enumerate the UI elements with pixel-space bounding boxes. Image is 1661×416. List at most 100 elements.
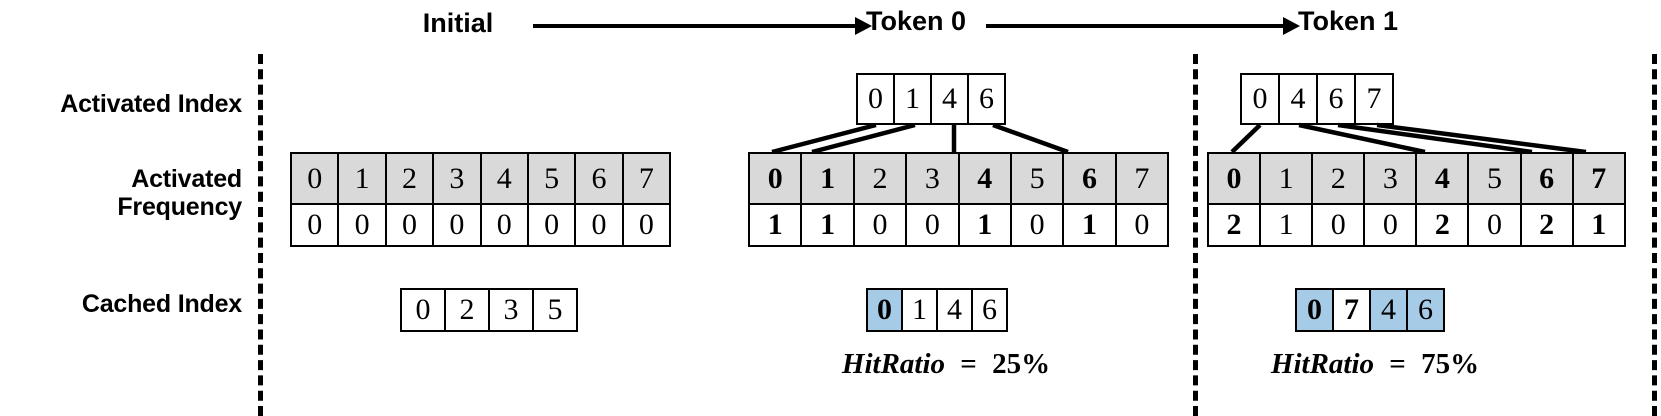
token0-cached-cell: 6: [971, 288, 1008, 332]
token0-hit-ratio-value: 25%: [992, 348, 1051, 380]
token0-frequency-cell: 0: [1114, 203, 1170, 247]
token1-cached-cell: 7: [1332, 288, 1371, 332]
token0-activated-index-cell: 0: [856, 73, 895, 125]
token1-frequency-cell: 2: [1207, 203, 1262, 247]
initial-index-cell: 4: [479, 152, 529, 205]
row-label-activated-frequency: Activated Frequency: [117, 165, 242, 221]
initial-index-cell: 3: [432, 152, 482, 205]
token1-frequency-cell: 0: [1311, 203, 1366, 247]
token1-frequency-cell: 2: [1415, 203, 1470, 247]
initial-frequency-cell: 0: [337, 203, 387, 247]
token1-hit-ratio-eq: =: [1389, 348, 1406, 380]
token1-frequency-cell: 1: [1571, 203, 1626, 247]
token1-cached-cell: 6: [1406, 288, 1445, 332]
initial-frequency-cell: 0: [526, 203, 577, 247]
token1-hit-ratio: HitRatio = 75%: [1245, 348, 1505, 381]
token1-index-cell: 3: [1363, 152, 1418, 205]
token0-frequency-cell: 1: [748, 203, 803, 247]
token1-index-cell: 1: [1259, 152, 1314, 205]
token0-cached-cell: 0: [866, 288, 903, 332]
token1-activated-index-cell: 7: [1354, 73, 1394, 125]
token1-index-cell: 2: [1311, 152, 1366, 205]
initial-index-cell: 7: [621, 152, 672, 205]
token1-frequency-cell: 0: [1363, 203, 1418, 247]
initial-frequency-cell: 0: [290, 203, 340, 247]
initial-cached-cell: 2: [444, 288, 490, 332]
token1-activated-index-cell: 4: [1278, 73, 1318, 125]
token0-index-cell: 0: [748, 152, 803, 205]
token1-index-cell: 7: [1571, 152, 1626, 205]
initial-index-cell: 5: [526, 152, 577, 205]
initial-cached-cell: 3: [488, 288, 534, 332]
token0-frequency-cell: 1: [957, 203, 1012, 247]
initial-index-cell: 6: [574, 152, 624, 205]
token0-index-cell: 5: [1009, 152, 1065, 205]
token0-activated-index-cell: 4: [930, 73, 969, 125]
token0-index-cell: 4: [957, 152, 1012, 205]
token1-cached-cell: 0: [1295, 288, 1334, 332]
stage-title-initial: Initial: [422, 8, 494, 38]
token0-index-cell: 2: [852, 152, 908, 205]
initial-cached-cell: 5: [532, 288, 578, 332]
token1-activated-index-cell: 6: [1316, 73, 1356, 125]
initial-frequency-cell: 0: [479, 203, 529, 247]
row-label-activated-index: Activated Index: [60, 90, 242, 118]
initial-frequency-cell: 0: [384, 203, 435, 247]
arrow-token0-to-token1-head: [1283, 17, 1300, 35]
initial-frequency-cell: 0: [621, 203, 672, 247]
arrow-initial-to-token0-head: [855, 17, 872, 35]
stage-title-token0: Token 0: [865, 6, 967, 36]
token1-index-cell: 5: [1467, 152, 1522, 205]
initial-index-cell: 2: [384, 152, 435, 205]
token0-cached-cell: 4: [936, 288, 973, 332]
token0-index-cell: 1: [800, 152, 855, 205]
token0-index-cell: 6: [1062, 152, 1117, 205]
initial-index-cell: 1: [337, 152, 387, 205]
token1-hit-ratio-label: HitRatio: [1270, 348, 1375, 380]
initial-cached-cell: 0: [400, 288, 446, 332]
initial-frequency-cell: 0: [432, 203, 482, 247]
token1-frequency-cell: 1: [1259, 203, 1314, 247]
token1-index-cell: 0: [1207, 152, 1262, 205]
row-label-cached-index: Cached Index: [81, 290, 242, 318]
token0-index-cell: 3: [905, 152, 960, 205]
token1-hit-ratio-value: 75%: [1421, 348, 1480, 380]
stage-title-token1: Token 1: [1297, 6, 1399, 36]
token0-cached-cell: 1: [901, 288, 938, 332]
token0-activated-index-cell: 6: [967, 73, 1006, 125]
initial-index-cell: 0: [290, 152, 340, 205]
initial-frequency-cell: 0: [574, 203, 624, 247]
token0-frequency-cell: 0: [1009, 203, 1065, 247]
token0-hit-ratio-eq: =: [960, 348, 977, 380]
divider-left: [258, 54, 263, 416]
token1-index-cell: 4: [1415, 152, 1470, 205]
divider-right: [1652, 54, 1657, 416]
divider-middle: [1193, 54, 1198, 416]
token1-index-cell: 6: [1519, 152, 1574, 205]
token1-frequency-cell: 2: [1519, 203, 1574, 247]
token0-activated-index-cell: 1: [893, 73, 932, 125]
token1-activated-index-cell: 0: [1240, 73, 1280, 125]
token0-frequency-cell: 0: [852, 203, 908, 247]
token1-frequency-cell: 0: [1467, 203, 1522, 247]
